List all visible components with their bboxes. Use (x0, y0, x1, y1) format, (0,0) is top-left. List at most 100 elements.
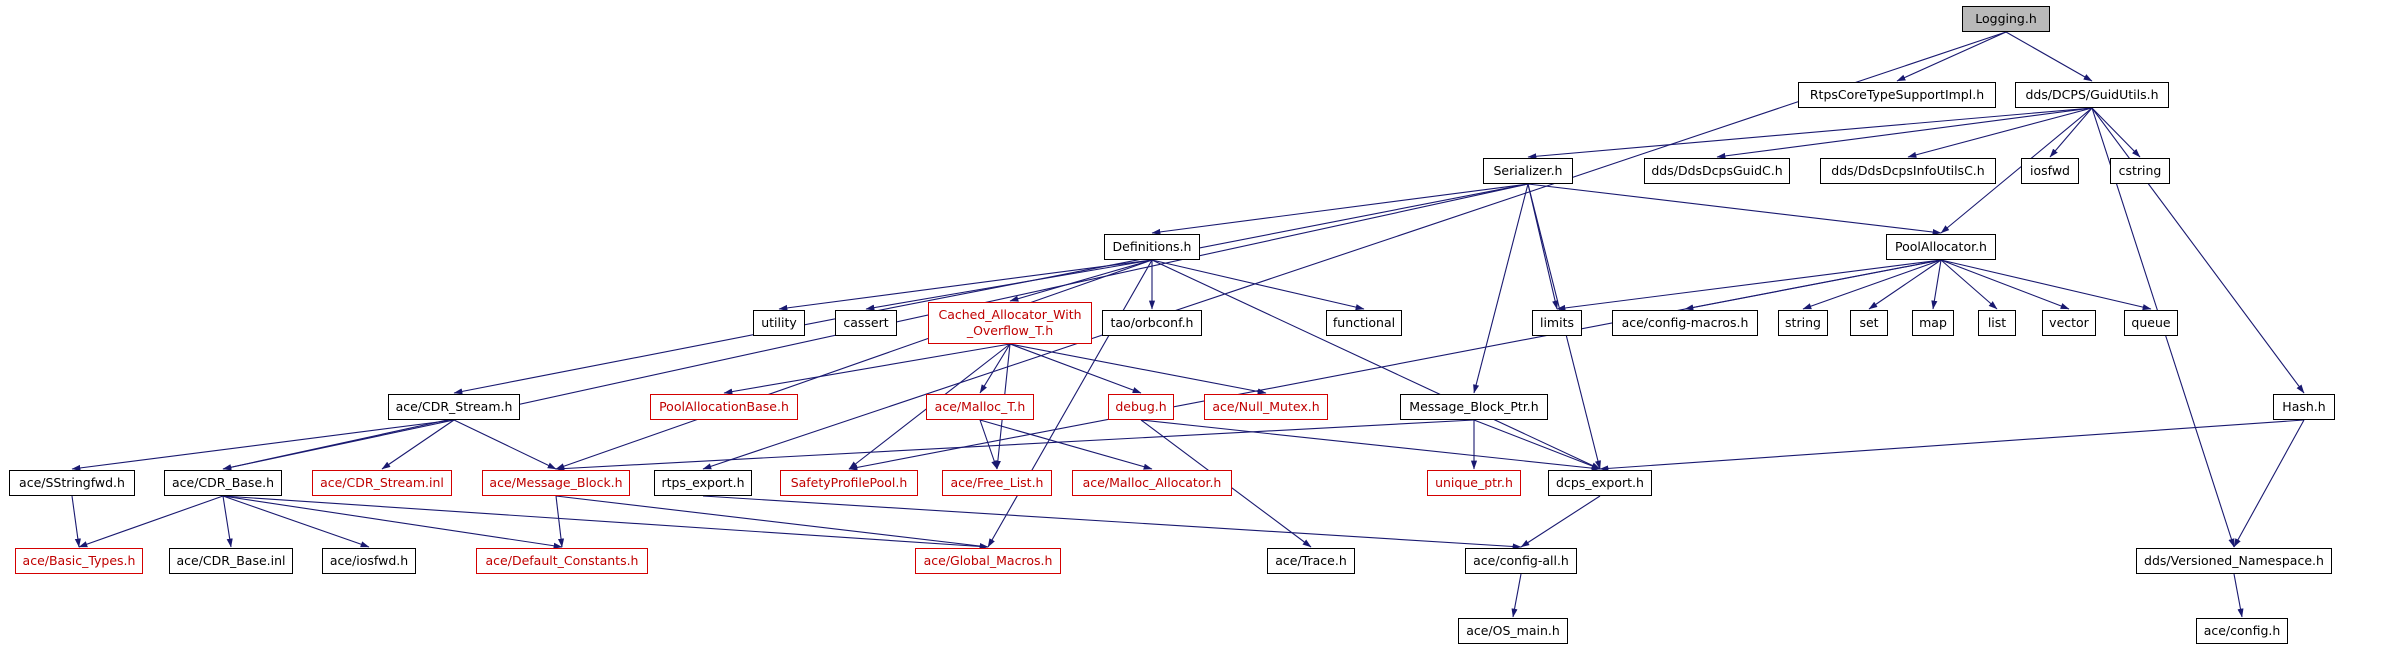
graph-node-cassert[interactable]: cassert (835, 310, 897, 336)
graph-node-config_all[interactable]: ace/config-all.h (1465, 548, 1577, 574)
include-edge (222, 495, 370, 548)
include-edge (1009, 343, 1142, 394)
include-edge (1473, 183, 1529, 394)
graph-node-map[interactable]: map (1912, 310, 1954, 336)
include-edge (453, 183, 1529, 395)
include-edge (1473, 419, 1601, 470)
include-edge (71, 419, 455, 471)
graph-node-guid_utils[interactable]: dds/DCPS/GuidUtils.h (2015, 82, 2169, 108)
include-edge (2091, 107, 2305, 394)
include-edge (1511, 573, 1522, 618)
graph-node-message_block[interactable]: ace/Message_Block.h (482, 470, 630, 496)
include-edge (1520, 495, 1601, 548)
include-edge (555, 259, 1153, 470)
graph-node-functional[interactable]: functional (1326, 310, 1402, 336)
include-edge (865, 259, 1153, 311)
graph-node-dcps_export[interactable]: dcps_export.h (1548, 470, 1652, 496)
include-edge (979, 419, 998, 470)
graph-node-set[interactable]: set (1850, 310, 1888, 336)
graph-node-malloc_t[interactable]: ace/Malloc_T.h (926, 394, 1034, 420)
include-edge (78, 495, 224, 548)
graph-node-debug[interactable]: debug.h (1108, 394, 1174, 420)
graph-node-safety_pool[interactable]: SafetyProfilePool.h (780, 470, 918, 496)
include-edge (778, 259, 1153, 311)
include-edge (381, 419, 455, 470)
graph-node-malloc_allocator[interactable]: ace/Malloc_Allocator.h (1072, 470, 1232, 496)
include-edge (1151, 259, 1601, 470)
graph-node-definitions[interactable]: Definitions.h (1104, 234, 1200, 260)
include-edge (723, 343, 1011, 395)
graph-node-default_constants[interactable]: ace/Default_Constants.h (476, 548, 648, 574)
include-edge (2005, 31, 2093, 82)
include-edge (222, 495, 989, 550)
include-edge (1940, 259, 1998, 310)
include-edge (702, 31, 2007, 470)
graph-node-sstringfwd[interactable]: ace/SStringfwd.h (9, 470, 135, 496)
include-edge (1556, 259, 1942, 311)
graph-node-string[interactable]: string (1778, 310, 1828, 336)
include-edge (453, 419, 557, 470)
graph-node-os_main[interactable]: ace/OS_main.h (1458, 618, 1568, 644)
include-edge (1140, 419, 1601, 472)
graph-node-rtps_export[interactable]: rtps_export.h (654, 470, 752, 496)
include-edge (555, 495, 565, 548)
graph-node-pool_alloc_base[interactable]: PoolAllocationBase.h (650, 394, 798, 420)
graph-node-msg_block_ptr[interactable]: Message_Block_Ptr.h (1400, 394, 1548, 420)
include-edge (1009, 343, 1267, 395)
include-edge (1896, 31, 2007, 82)
include-edge (1940, 259, 2152, 311)
include-edge (1599, 419, 2305, 472)
include-edge (1802, 259, 1942, 310)
graph-node-cstring[interactable]: cstring (2110, 158, 2170, 184)
include-edge (555, 419, 1475, 472)
graph-node-ace_config[interactable]: ace/config.h (2196, 618, 2288, 644)
include-edge (979, 419, 1153, 470)
include-edge (1931, 259, 1942, 310)
graph-node-list[interactable]: list (1978, 310, 2016, 336)
graph-node-info_utils_c[interactable]: dds/DdsDcpsInfoUtilsC.h (1820, 158, 1996, 184)
graph-node-guid_c[interactable]: dds/DdsDcpsGuidC.h (1644, 158, 1790, 184)
graph-node-free_list[interactable]: ace/Free_List.h (942, 470, 1052, 496)
graph-node-serializer[interactable]: Serializer.h (1483, 158, 1573, 184)
graph-node-pool_allocator[interactable]: PoolAllocator.h (1886, 234, 1996, 260)
graph-node-vector[interactable]: vector (2042, 310, 2096, 336)
include-edge (1009, 259, 1153, 302)
graph-node-global_macros[interactable]: ace/Global_Macros.h (915, 548, 1061, 574)
graph-node-hash[interactable]: Hash.h (2273, 394, 2335, 420)
include-edge (222, 495, 233, 548)
include-edge (2049, 107, 2093, 158)
graph-node-trace[interactable]: ace/Trace.h (1267, 548, 1355, 574)
include-edge (1940, 107, 2093, 234)
graph-node-ace_iosfwd[interactable]: ace/iosfwd.h (322, 548, 416, 574)
include-edge (1527, 183, 1559, 310)
include-edge (1868, 259, 1942, 310)
graph-node-rtps_core_ts[interactable]: RtpsCoreTypeSupportImpl.h (1798, 82, 1996, 108)
include-edge (555, 495, 989, 550)
graph-node-versioned_ns[interactable]: dds/Versioned_Namespace.h (2136, 548, 2332, 574)
include-edge (2091, 107, 2141, 158)
include-edge (2233, 419, 2305, 548)
graph-node-limits[interactable]: limits (1532, 310, 1582, 336)
graph-node-cdr_base[interactable]: ace/CDR_Base.h (164, 470, 282, 496)
graph-node-logging: Logging.h (1962, 6, 2050, 32)
graph-node-cdr_base_inl[interactable]: ace/CDR_Base.inl (169, 548, 293, 574)
include-edge (222, 419, 455, 471)
include-edge (2233, 573, 2244, 618)
include-edge (1907, 107, 2093, 158)
graph-node-queue[interactable]: queue (2124, 310, 2178, 336)
graph-node-basic_types[interactable]: ace/Basic_Types.h (15, 548, 143, 574)
graph-node-cdr_stream_inl[interactable]: ace/CDR_Stream.inl (312, 470, 452, 496)
graph-node-null_mutex[interactable]: ace/Null_Mutex.h (1204, 394, 1328, 420)
include-edge (848, 259, 1942, 471)
include-edge (1151, 259, 1365, 311)
graph-node-orbconf[interactable]: tao/orbconf.h (1102, 310, 1202, 336)
graph-node-unique_ptr[interactable]: unique_ptr.h (1427, 470, 1521, 496)
graph-node-cdr_stream[interactable]: ace/CDR_Stream.h (388, 394, 520, 420)
graph-node-config_macros[interactable]: ace/config-macros.h (1612, 310, 1758, 336)
graph-node-cached_alloc[interactable]: Cached_Allocator_With _Overflow_T.h (928, 302, 1092, 344)
graph-node-iosfwd[interactable]: iosfwd (2021, 158, 2079, 184)
include-edge (222, 495, 563, 549)
graph-node-utility[interactable]: utility (753, 310, 805, 336)
include-edge (987, 259, 1153, 548)
include-edge (1151, 183, 1529, 235)
